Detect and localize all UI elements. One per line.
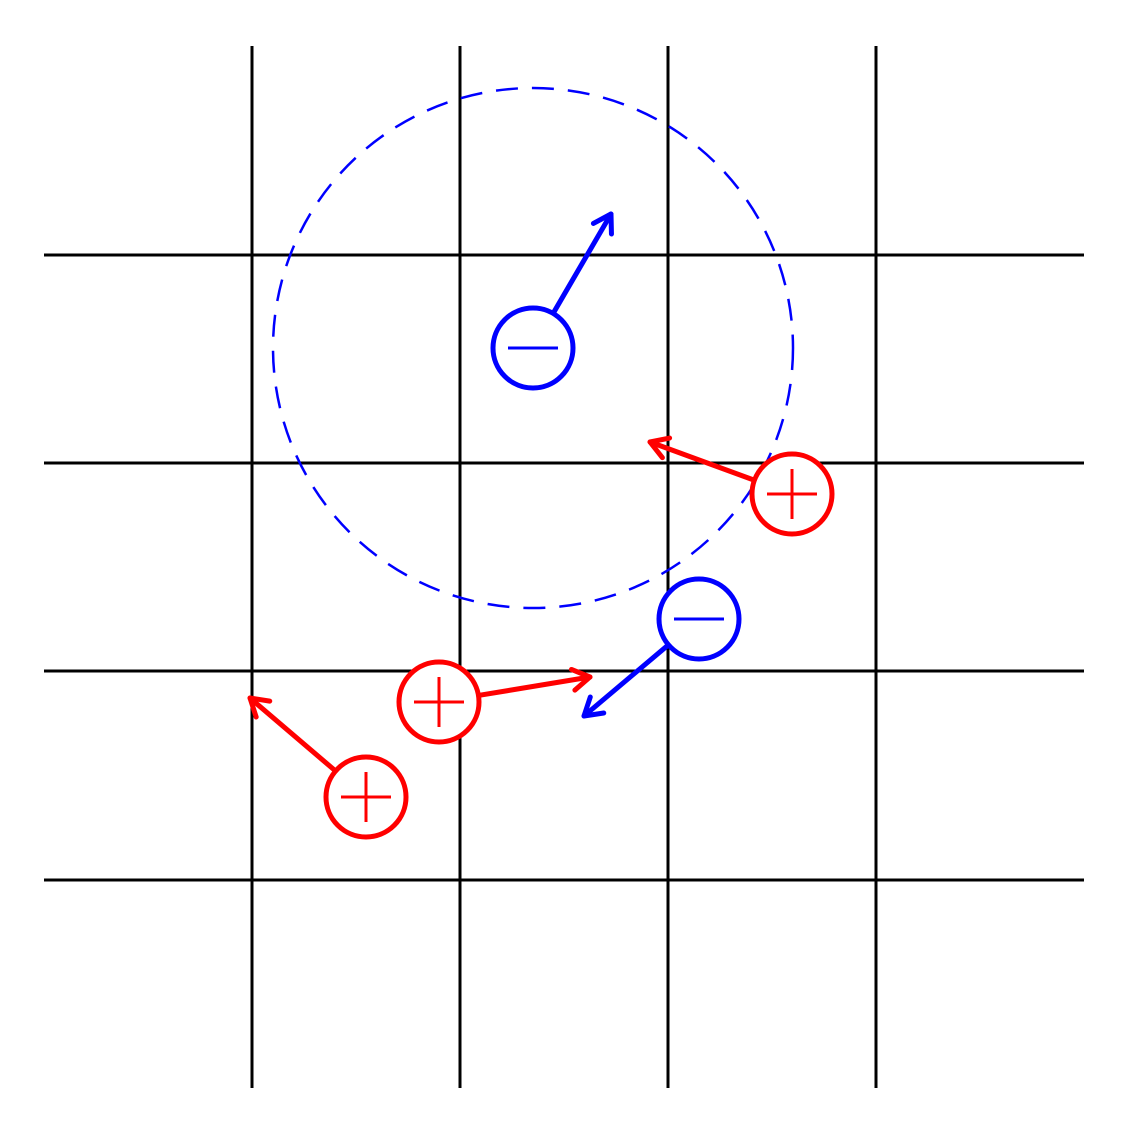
plus-icon (414, 677, 464, 727)
positive-charge-2-arrowhead (568, 666, 593, 693)
plus-icon (341, 772, 391, 822)
positive-charge-3-arrow-shaft (247, 695, 339, 774)
negative-charge-1 (490, 211, 614, 391)
positive-charge-1-arrowhead (647, 435, 673, 461)
positive-charge-2 (396, 659, 593, 745)
positive-charge-1-arrow-shaft (647, 439, 757, 483)
negative-charge-1-arrowhead (590, 211, 614, 237)
cutoff-circle-group (271, 86, 795, 610)
positive-charge-3 (247, 695, 409, 840)
positive-charge-1 (647, 435, 835, 537)
negative-charge-1-arrow-shaft (550, 211, 614, 316)
plus-icon (767, 469, 817, 519)
cutoff-circle (271, 86, 795, 610)
positive-charge-3-arrowhead (247, 695, 273, 720)
negative-charge-2-arrowhead (581, 694, 607, 719)
negative-charge-2 (581, 576, 742, 719)
positive-charge-2-arrow-shaft (475, 674, 593, 698)
grid (44, 46, 1084, 1088)
charges-group (247, 211, 835, 840)
negative-charge-2-arrow-shaft (581, 642, 671, 719)
